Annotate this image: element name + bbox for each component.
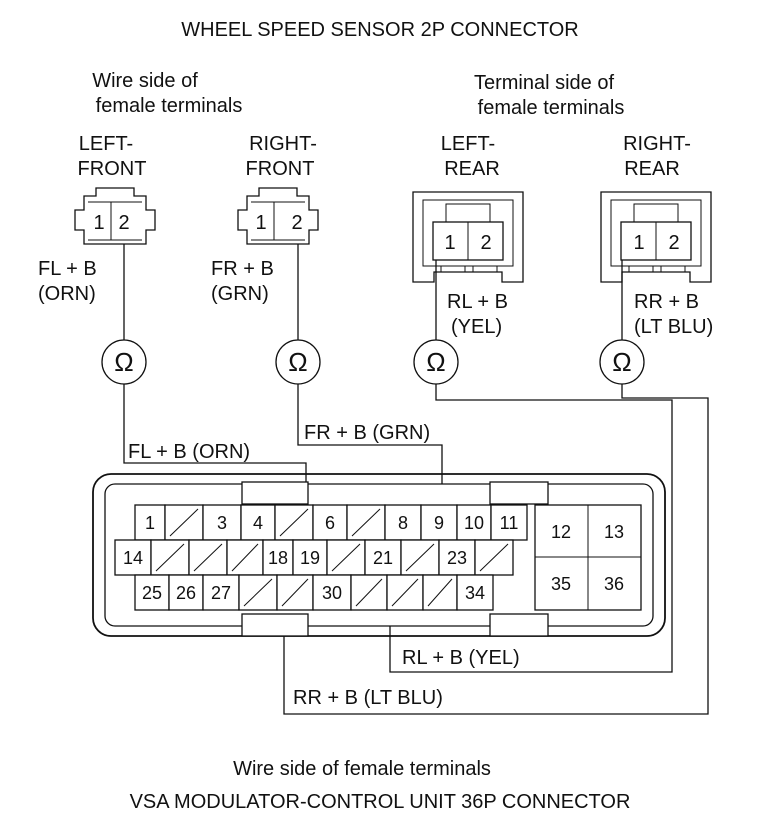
rl-wire-label: RL + B (YEL) [402, 647, 520, 669]
terminal-26: 26 [176, 583, 196, 603]
right-front-pin2: 2 [291, 212, 302, 234]
terminal-14: 14 [123, 548, 143, 568]
terminal-19: 19 [300, 548, 320, 568]
right-front-name-line1: RIGHT- [249, 133, 317, 155]
bottom-caption: Wire side of female terminals [233, 758, 491, 780]
wire-rr [283, 384, 709, 715]
left-rear-pin2: 2 [480, 232, 491, 254]
right-rear-name-line2: REAR [624, 158, 680, 180]
left-rear-connector: 1 2 [412, 191, 524, 283]
terminal-23: 23 [447, 548, 467, 568]
right-rear-pin2: 2 [668, 232, 679, 254]
svg-text:Ω: Ω [426, 347, 445, 377]
right-front-connector: 1 2 [237, 187, 319, 245]
bottom-title: VSA MODULATOR-CONTROL UNIT 36P CONNECTOR [130, 791, 631, 813]
terminal-30: 30 [322, 583, 342, 603]
terminal-21: 21 [373, 548, 393, 568]
terminal-9: 9 [434, 513, 444, 533]
terminal-12: 12 [551, 522, 571, 542]
fl-label-line2: (ORN) [38, 283, 96, 305]
rr-label-line1: RR + B [634, 291, 699, 313]
rl-label-line2: (YEL) [451, 316, 502, 338]
terminal-1: 1 [145, 513, 155, 533]
terminal-6: 6 [325, 513, 335, 533]
left-front-name-line1: LEFT- [79, 133, 133, 155]
terminal-8: 8 [398, 513, 408, 533]
right-caption-line2: female terminals [478, 97, 625, 119]
svg-text:Ω: Ω [612, 347, 631, 377]
terminal-34: 34 [465, 583, 485, 603]
page-title: WHEEL SPEED SENSOR 2P CONNECTOR [181, 19, 579, 41]
left-caption-line1: Wire side of [92, 70, 198, 92]
rl-label-line1: RL + B [447, 291, 508, 313]
svg-text:Ω: Ω [288, 347, 307, 377]
right-rear-pin1: 1 [633, 232, 644, 254]
left-front-pin2: 2 [118, 212, 129, 234]
fr-label-line1: FR + B [211, 258, 274, 280]
fr-label-line2: (GRN) [211, 283, 269, 305]
terminal-36: 36 [604, 574, 624, 594]
left-front-name-line2: FRONT [78, 158, 147, 180]
right-front-name-line2: FRONT [246, 158, 315, 180]
right-rear-connector: 1 2 [600, 191, 712, 283]
terminal-27: 27 [211, 583, 231, 603]
left-front-pin1: 1 [93, 212, 104, 234]
terminal-11: 11 [500, 513, 519, 533]
fr-wire-label: FR + B (GRN) [304, 422, 430, 444]
connector-36p: 1 3 4 6 8 9 10 11 14 18 19 21 23 25 26 2… [92, 473, 666, 637]
terminal-10: 10 [464, 513, 484, 533]
right-front-pin1: 1 [255, 212, 266, 234]
ohmmeter-fl-icon: Ω [101, 339, 147, 385]
left-rear-name-line2: REAR [444, 158, 500, 180]
fl-label-line1: FL + B [38, 258, 97, 280]
terminal-35: 35 [551, 574, 571, 594]
terminal-4: 4 [253, 513, 263, 533]
fl-wire-label: FL + B (ORN) [128, 441, 250, 463]
left-rear-pin1: 1 [444, 232, 455, 254]
ohmmeter-rr-icon: Ω [599, 339, 645, 385]
left-front-connector: 1 2 [74, 187, 156, 245]
left-rear-name-line1: LEFT- [441, 133, 495, 155]
right-rear-name-line1: RIGHT- [623, 133, 691, 155]
ohmmeter-rl-icon: Ω [413, 339, 459, 385]
terminal-25: 25 [142, 583, 162, 603]
terminal-18: 18 [268, 548, 288, 568]
rr-label-line2: (LT BLU) [634, 316, 713, 338]
terminal-13: 13 [604, 522, 624, 542]
right-caption-line1: Terminal side of [474, 72, 615, 94]
wire-rl [389, 384, 673, 673]
left-caption-line2: female terminals [96, 95, 243, 117]
svg-text:Ω: Ω [114, 347, 133, 377]
ohmmeter-fr-icon: Ω [275, 339, 321, 385]
terminal-3: 3 [217, 513, 227, 533]
rr-wire-label: RR + B (LT BLU) [293, 687, 443, 709]
